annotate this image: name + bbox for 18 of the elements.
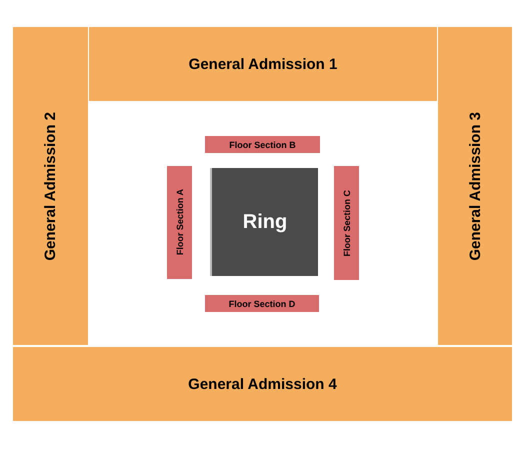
floor-section <box>334 166 359 280</box>
seating-section <box>89 27 437 101</box>
floor-section <box>167 166 192 279</box>
section-label: Ring <box>242 210 288 234</box>
seating-section <box>438 27 512 345</box>
section-label: Floor Section C <box>342 190 352 256</box>
seating-section <box>13 347 512 421</box>
section-label: General Admission 2 <box>42 112 59 260</box>
section-label: Floor Section B <box>229 140 296 150</box>
section-label: Floor Section A <box>174 189 184 256</box>
seating-section <box>13 27 88 345</box>
section-label: Floor Section D <box>228 298 296 308</box>
floor-section <box>205 136 320 153</box>
section-label: General Admission 3 <box>466 112 484 260</box>
section-label: General Admission 4 <box>188 376 337 392</box>
floor-section <box>205 295 319 312</box>
boxing-ring <box>210 168 318 276</box>
section-label: General Admission 1 <box>188 56 338 72</box>
